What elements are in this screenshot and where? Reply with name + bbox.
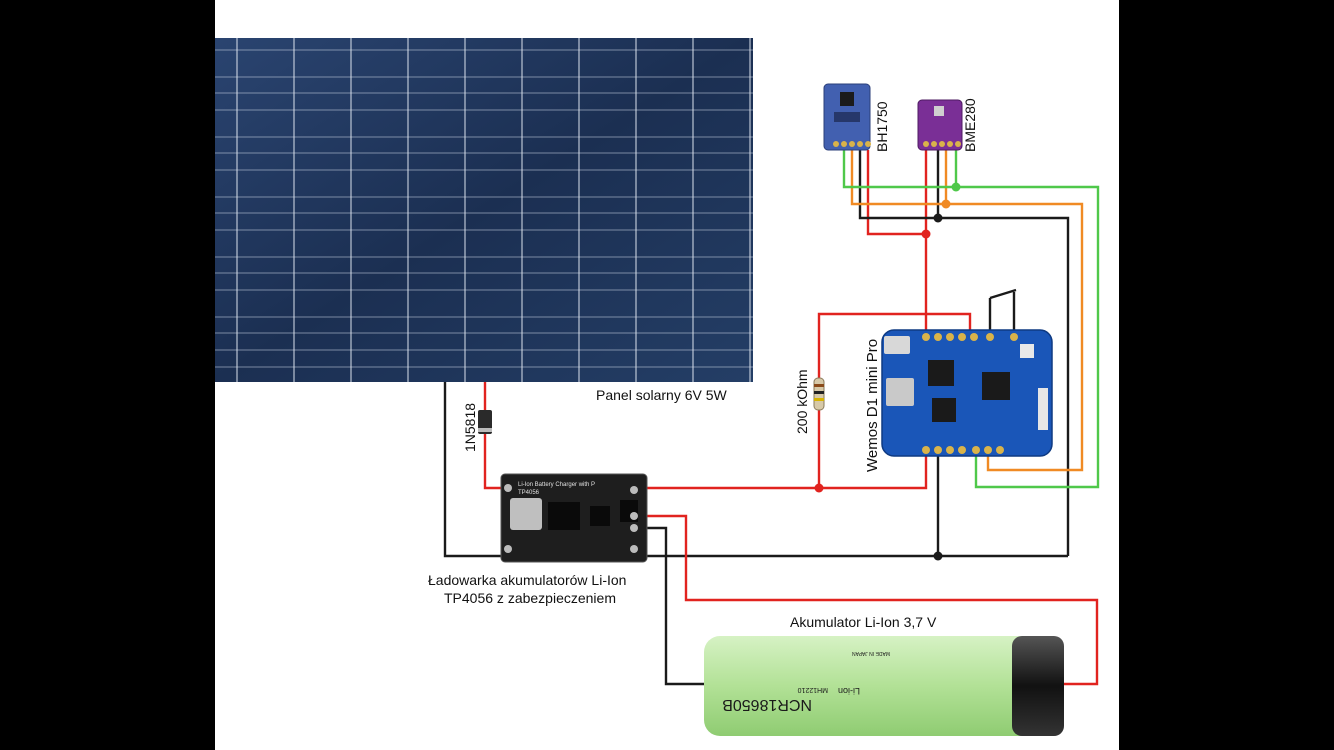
charger-label-line2: TP4056 z zabezpieczeniem <box>444 590 616 606</box>
charger-chip-print: TP4056 <box>518 490 540 496</box>
wire-sda <box>842 150 1100 489</box>
resistor-label: 200 kOhm <box>794 369 810 434</box>
wire-gnd-bus <box>858 150 1070 556</box>
wire-scl <box>850 150 1084 472</box>
charger-label-line1: Ładowarka akumulatorów Li-Ion <box>428 572 627 588</box>
wire-3v3 <box>866 150 928 335</box>
battery-type-print: Li-ion <box>838 686 860 696</box>
bh1750-label: BH1750 <box>874 101 890 152</box>
wemos-label: Wemos D1 mini Pro <box>864 338 881 472</box>
wire-battery-positive <box>640 514 1099 686</box>
wire-battery-negative <box>640 526 704 686</box>
panel-label: Panel solarny 6V 5W <box>596 387 727 403</box>
switch-icon <box>989 288 1017 300</box>
wire-panel-negative <box>443 382 1068 558</box>
diode-icon <box>478 410 492 434</box>
bme280-label: BME280 <box>962 98 978 152</box>
junction-dots <box>814 182 961 561</box>
wemos-board <box>881 329 1053 457</box>
charger-title-print: Li-Ion Battery Charger with P <box>518 482 595 488</box>
charger-board: Li-Ion Battery Charger with P TP4056 <box>500 473 648 563</box>
resistor-icon <box>813 377 825 411</box>
bh1750-board <box>823 83 871 151</box>
battery-icon: NCR18650B Li-ion MH12210 MADE IN JAPAN <box>704 636 1064 736</box>
battery-label: Akumulator Li-Ion 3,7 V <box>790 614 937 630</box>
wire-charger-out <box>640 455 928 490</box>
diode-label: 1N5818 <box>462 402 478 452</box>
solar-panel-icon <box>215 38 753 382</box>
bme280-board <box>917 99 963 151</box>
battery-model-print: NCR18650B <box>722 696 812 713</box>
wire-panel-positive <box>483 382 505 490</box>
battery-code-print: MH12210 <box>798 686 828 693</box>
wires <box>443 150 1100 686</box>
battery-origin-print: MADE IN JAPAN <box>852 650 890 656</box>
